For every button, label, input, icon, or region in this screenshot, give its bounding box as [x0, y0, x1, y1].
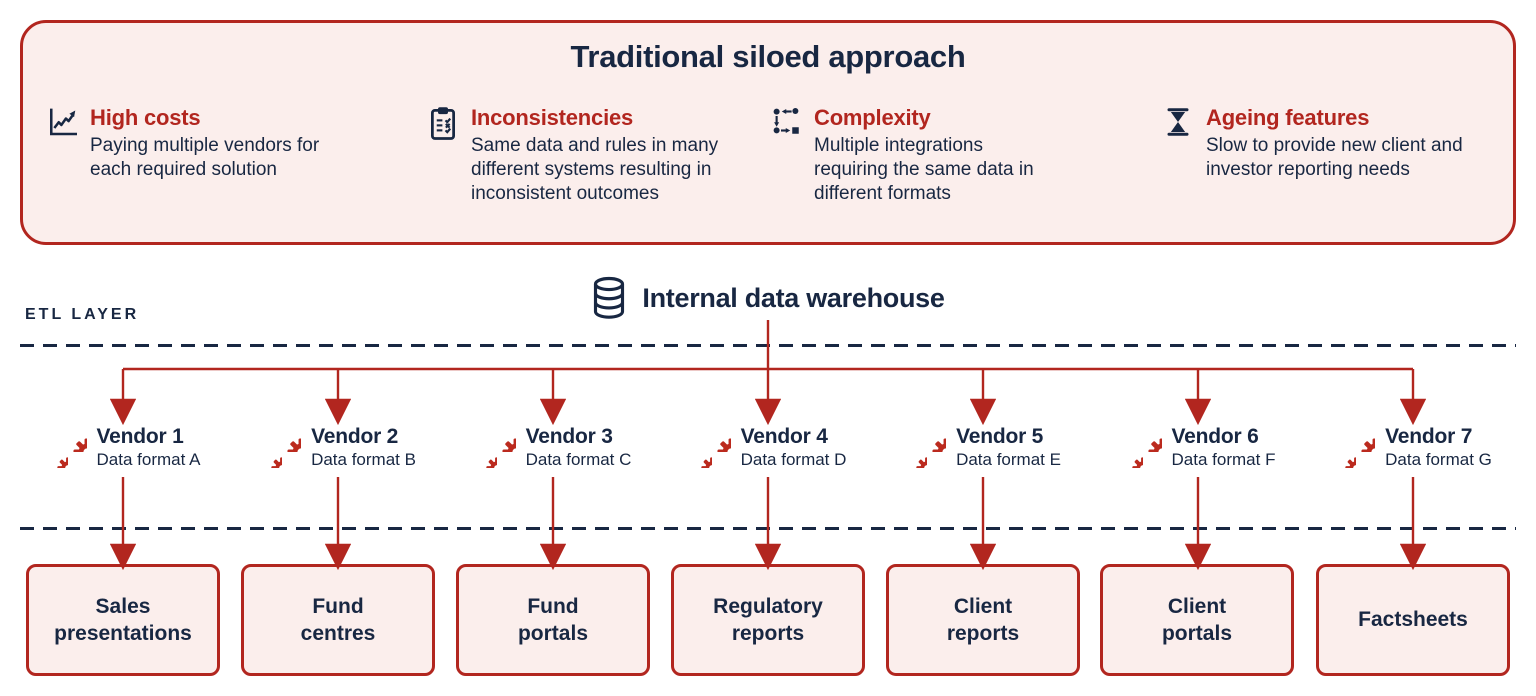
- feature-heading: Inconsistencies: [471, 105, 634, 130]
- feature-ageing-features: Ageing features Slow to provide new clie…: [1163, 105, 1470, 182]
- feature-high-costs: High costs Paying multiple vendors for e…: [47, 105, 342, 182]
- output-label: Factsheets: [1358, 608, 1468, 632]
- feature-complexity: Complexity Multiple integrations requiri…: [771, 105, 1056, 206]
- feature-heading: Ageing features: [1206, 105, 1370, 130]
- warehouse-label: Internal data warehouse: [642, 282, 945, 313]
- output-factsheets: Factsheets: [1316, 564, 1510, 676]
- vendor-format: Data format C: [525, 449, 632, 469]
- warehouse-header: Internal data warehouse: [0, 276, 1536, 320]
- vendor-format: Data format E: [956, 449, 1061, 469]
- feature-inconsistencies: Inconsistencies Same data and rules in m…: [428, 105, 741, 206]
- line-chart-icon: [47, 106, 79, 138]
- vendor-name: Vendor 3: [525, 424, 613, 448]
- siloed-approach-panel: Traditional siloed approach High costs P…: [20, 20, 1516, 245]
- feature-body: Paying multiple vendors for each require…: [90, 135, 320, 180]
- vendor-format: Data format F: [1171, 449, 1276, 469]
- database-icon: [591, 276, 627, 320]
- gears-icon: [690, 423, 732, 471]
- gears-icon: [46, 423, 88, 471]
- feature-body: Multiple integrations requiring the same…: [814, 135, 1034, 204]
- vendor-format: Data format A: [96, 449, 201, 469]
- etl-layer-label: ETL LAYER: [25, 306, 140, 323]
- gears-icon: [905, 423, 947, 471]
- vendor-name: Vendor 6: [1171, 424, 1259, 448]
- vendor-name: Vendor 4: [740, 424, 828, 448]
- panel-title: Traditional siloed approach: [570, 39, 966, 74]
- vendor-name: Vendor 1: [96, 424, 184, 448]
- feature-body: Slow to provide new client and investor …: [1206, 135, 1463, 180]
- vendor-name: Vendor 2: [311, 424, 399, 448]
- clipboard-icon: [428, 106, 460, 141]
- feature-heading: High costs: [90, 105, 201, 130]
- vendor-format: Data format G: [1385, 449, 1492, 469]
- gears-icon: [475, 423, 517, 471]
- hourglass-icon: [1163, 106, 1195, 138]
- vendor-name: Vendor 5: [956, 424, 1044, 448]
- etl-dashed-line-bottom: [20, 527, 1516, 530]
- gears-icon: [1334, 423, 1376, 471]
- feature-heading: Complexity: [814, 105, 931, 130]
- vendor-format: Data format B: [311, 449, 416, 469]
- feature-body: Same data and rules in many different sy…: [471, 135, 719, 204]
- gears-icon: [1121, 423, 1163, 471]
- gears-icon: [260, 423, 302, 471]
- etl-dashed-line-top: [20, 344, 1516, 347]
- vendor-format: Data format D: [740, 449, 847, 469]
- integration-icon: [771, 106, 803, 136]
- vendor-name: Vendor 7: [1385, 424, 1473, 448]
